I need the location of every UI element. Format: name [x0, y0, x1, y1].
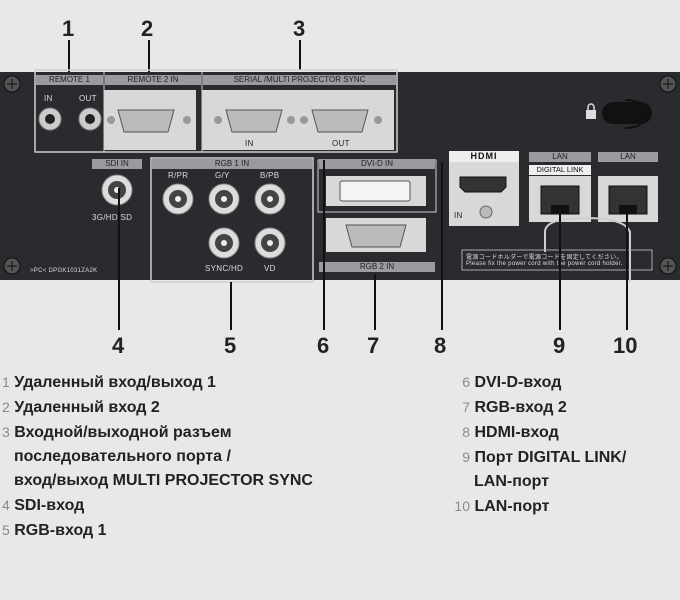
label-digital-link: DIGITAL LINK — [529, 165, 591, 175]
callout-line-6 — [323, 160, 325, 330]
label-serial: SERIAL /MULTI PROJECTOR SYNC — [203, 75, 396, 85]
callout-line-8 — [441, 162, 443, 330]
label-rgb2-in: RGB 2 IN — [319, 262, 435, 272]
callout-6: 6 — [317, 333, 330, 358]
callout-9: 9 — [553, 333, 566, 358]
label-hdmi-in: IN — [454, 211, 463, 220]
callout-line-4 — [118, 188, 120, 330]
legend-item: 2 Удаленный вход 2 — [2, 399, 160, 416]
legend-item: 5 RGB-вход 1 — [2, 522, 107, 539]
label-remote1-out: OUT — [79, 94, 97, 103]
callout-7: 7 — [367, 333, 380, 358]
legend-item: 6 DVI-D-вход — [462, 374, 562, 391]
legend-item: 9 Порт DIGITAL LINK/ — [462, 449, 627, 466]
label-rpr: R/PR — [168, 171, 189, 180]
rgb1-connectors — [162, 183, 286, 259]
label-sdi-in: SDI IN — [92, 159, 142, 169]
callout-5: 5 — [224, 333, 237, 358]
label-sdi-sub: 3G/HD/SD — [92, 213, 133, 222]
callout-line-9 — [559, 205, 561, 330]
legend-item: LAN-порт — [474, 473, 550, 490]
label-bpb: B/PB — [260, 171, 280, 180]
note-jp: 電源コードホルダーで電源コードを固定してください。 — [466, 255, 623, 261]
callout-line-1 — [68, 40, 70, 74]
label-gy: G/Y — [215, 171, 230, 180]
callout-line-3 — [299, 40, 301, 70]
label-remote1: REMOTE 1 — [36, 75, 103, 85]
callout-4: 4 — [112, 333, 125, 358]
legend-item: 7 RGB-вход 2 — [462, 399, 567, 416]
legend-item: последовательного порта / — [14, 448, 231, 465]
label-serial-in: IN — [245, 139, 254, 148]
callout-8: 8 — [434, 333, 447, 358]
lock-icon — [586, 103, 596, 119]
hdmi-logo: HDMI — [449, 151, 519, 162]
label-vd: VD — [264, 264, 276, 273]
callout-1: 1 — [62, 16, 75, 41]
legend-left: 1 Удаленный вход/выход 1 2 Удаленный вхо… — [2, 370, 313, 543]
callout-3: 3 — [293, 16, 306, 41]
label-dvid-in: DVI-D IN — [319, 159, 435, 169]
label-rgb1-in: RGB 1 IN — [152, 159, 312, 169]
label-lan2: LAN — [598, 152, 658, 162]
callout-2: 2 — [141, 16, 154, 41]
legend-item: 4 SDI-вход — [2, 497, 85, 514]
sdi-connector — [101, 174, 133, 206]
legend-item: 10 LAN-порт — [454, 498, 550, 515]
label-remote2: REMOTE 2 IN — [105, 75, 201, 85]
label-lan1: LAN — [529, 152, 591, 162]
label-serial-out: OUT — [332, 139, 350, 148]
remote1-jacks — [38, 107, 102, 131]
callout-10: 10 — [613, 333, 638, 358]
note-en: Please fix the power cord with the power… — [466, 261, 623, 267]
legend-item: вход/выход MULTI PROJECTOR SYNC — [14, 472, 313, 489]
label-remote1-in: IN — [44, 94, 53, 103]
legend-item: 1 Удаленный вход/выход 1 — [2, 374, 216, 391]
callout-line-7 — [374, 274, 376, 330]
callout-line-5 — [230, 282, 232, 330]
legend-right: 6 DVI-D-вход 7 RGB-вход 2 8 HDMI-вход 9 … — [452, 370, 626, 519]
label-synchd: SYNC/HD — [205, 264, 244, 273]
legend-item: 3 Входной/выходной разъем — [2, 424, 232, 441]
callout-line-2 — [148, 40, 150, 88]
pc-code: >PC< DPGK1031ZA2K — [30, 268, 98, 274]
callout-line-10 — [626, 205, 628, 330]
legend-item: 8 HDMI-вход — [462, 424, 559, 441]
